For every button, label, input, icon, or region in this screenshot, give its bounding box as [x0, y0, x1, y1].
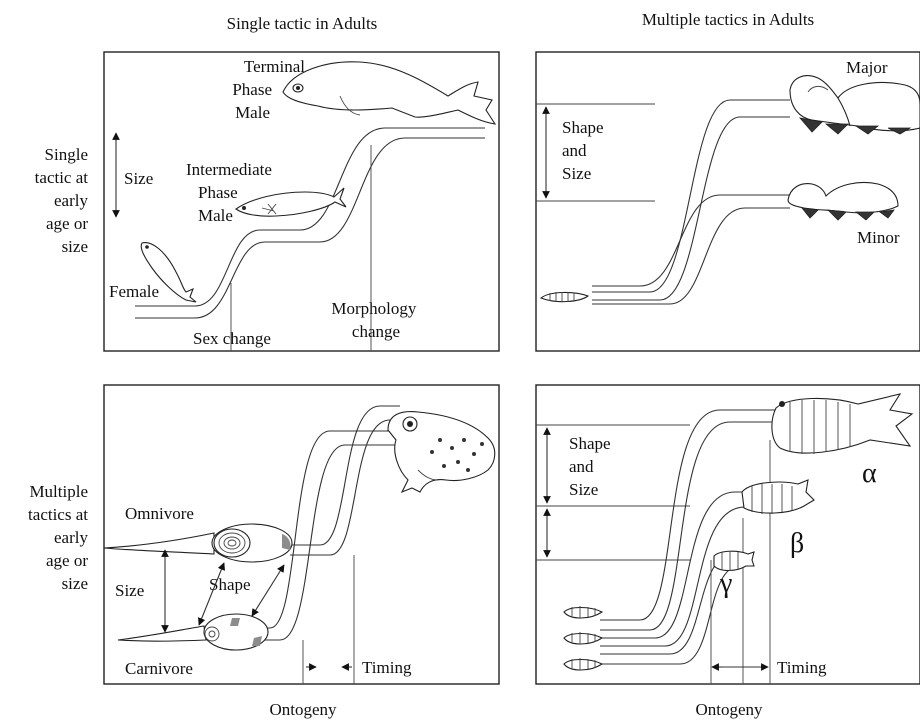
tadpole-icon [104, 524, 292, 562]
row-header-single-early: Single tactic at early age or size [35, 145, 89, 256]
tadpole-icon [118, 614, 268, 650]
svg-text:Size: Size [569, 480, 598, 499]
female-label: Female [109, 282, 159, 301]
svg-text:Shape: Shape [562, 118, 604, 137]
footer-ontogeny-left: Ontogeny [269, 700, 337, 719]
svg-text:Size: Size [562, 164, 591, 183]
carnivore-label: Carnivore [125, 659, 193, 678]
timing-label: Timing [777, 658, 827, 677]
isopod-icon [742, 480, 814, 514]
svg-text:size: size [62, 574, 88, 593]
svg-text:tactics at: tactics at [28, 505, 88, 524]
larva-icon [541, 292, 588, 302]
panel-single-multiple: Shape and Size Major Minor [536, 52, 920, 351]
svg-text:Shape: Shape [569, 434, 611, 453]
svg-text:Male: Male [198, 206, 233, 225]
svg-text:Intermediate: Intermediate [186, 160, 272, 179]
size-label: Size [115, 581, 144, 600]
fish-icon [283, 62, 495, 124]
isopod-icon [772, 394, 912, 454]
beetle-icon [790, 76, 920, 134]
shape-arrow [252, 565, 284, 616]
svg-text:Phase: Phase [232, 80, 272, 99]
panel-multiple-multiple: Shape and Size Timing [536, 385, 920, 684]
panel-single-single: Size Sex change Morphology change Female… [104, 52, 499, 351]
omnivore-label: Omnivore [125, 504, 194, 523]
svg-text:Male: Male [235, 103, 270, 122]
svg-text:size: size [62, 237, 88, 256]
isopod-icon [564, 632, 602, 644]
svg-text:and: and [569, 457, 594, 476]
beetle-icon [788, 183, 898, 221]
column-header-single: Single tactic in Adults [227, 14, 378, 33]
isopod-icon [564, 658, 602, 670]
minor-label: Minor [857, 228, 900, 247]
svg-text:Terminal: Terminal [244, 57, 305, 76]
shape-arrow [199, 563, 224, 625]
beta-label: β [790, 528, 804, 559]
growth-curve [135, 128, 485, 306]
morphology-change-label: Morphology change [331, 299, 420, 341]
sex-change-label: Sex change [193, 329, 271, 348]
svg-text:age or: age or [46, 214, 88, 233]
svg-text:and: and [562, 141, 587, 160]
gamma-label: γ [719, 568, 732, 599]
svg-text:early: early [54, 528, 88, 547]
major-label: Major [846, 58, 888, 77]
footer-ontogeny-right: Ontogeny [695, 700, 763, 719]
shape-size-label: Shape and Size [562, 118, 604, 183]
size-label: Size [124, 169, 153, 188]
toad-icon [388, 412, 495, 492]
isopod-icon [564, 606, 602, 618]
svg-text:tactic at: tactic at [35, 168, 89, 187]
panel-multiple-single: Timing Omnivore Carnivore Size Shape [104, 385, 499, 684]
svg-text:age or: age or [46, 551, 88, 570]
svg-text:Phase: Phase [198, 183, 238, 202]
svg-text:Multiple: Multiple [29, 482, 88, 501]
svg-text:early: early [54, 191, 88, 210]
row-header-multiple-early: Multiple tactics at early age or size [28, 482, 88, 593]
alpha-label: α [862, 458, 877, 489]
svg-text:Single: Single [45, 145, 88, 164]
timing-label: Timing [362, 658, 412, 677]
shape-size-label: Shape and Size [569, 434, 611, 499]
fish-icon [236, 188, 346, 216]
column-header-multiple: Multiple tactics in Adults [642, 10, 814, 29]
